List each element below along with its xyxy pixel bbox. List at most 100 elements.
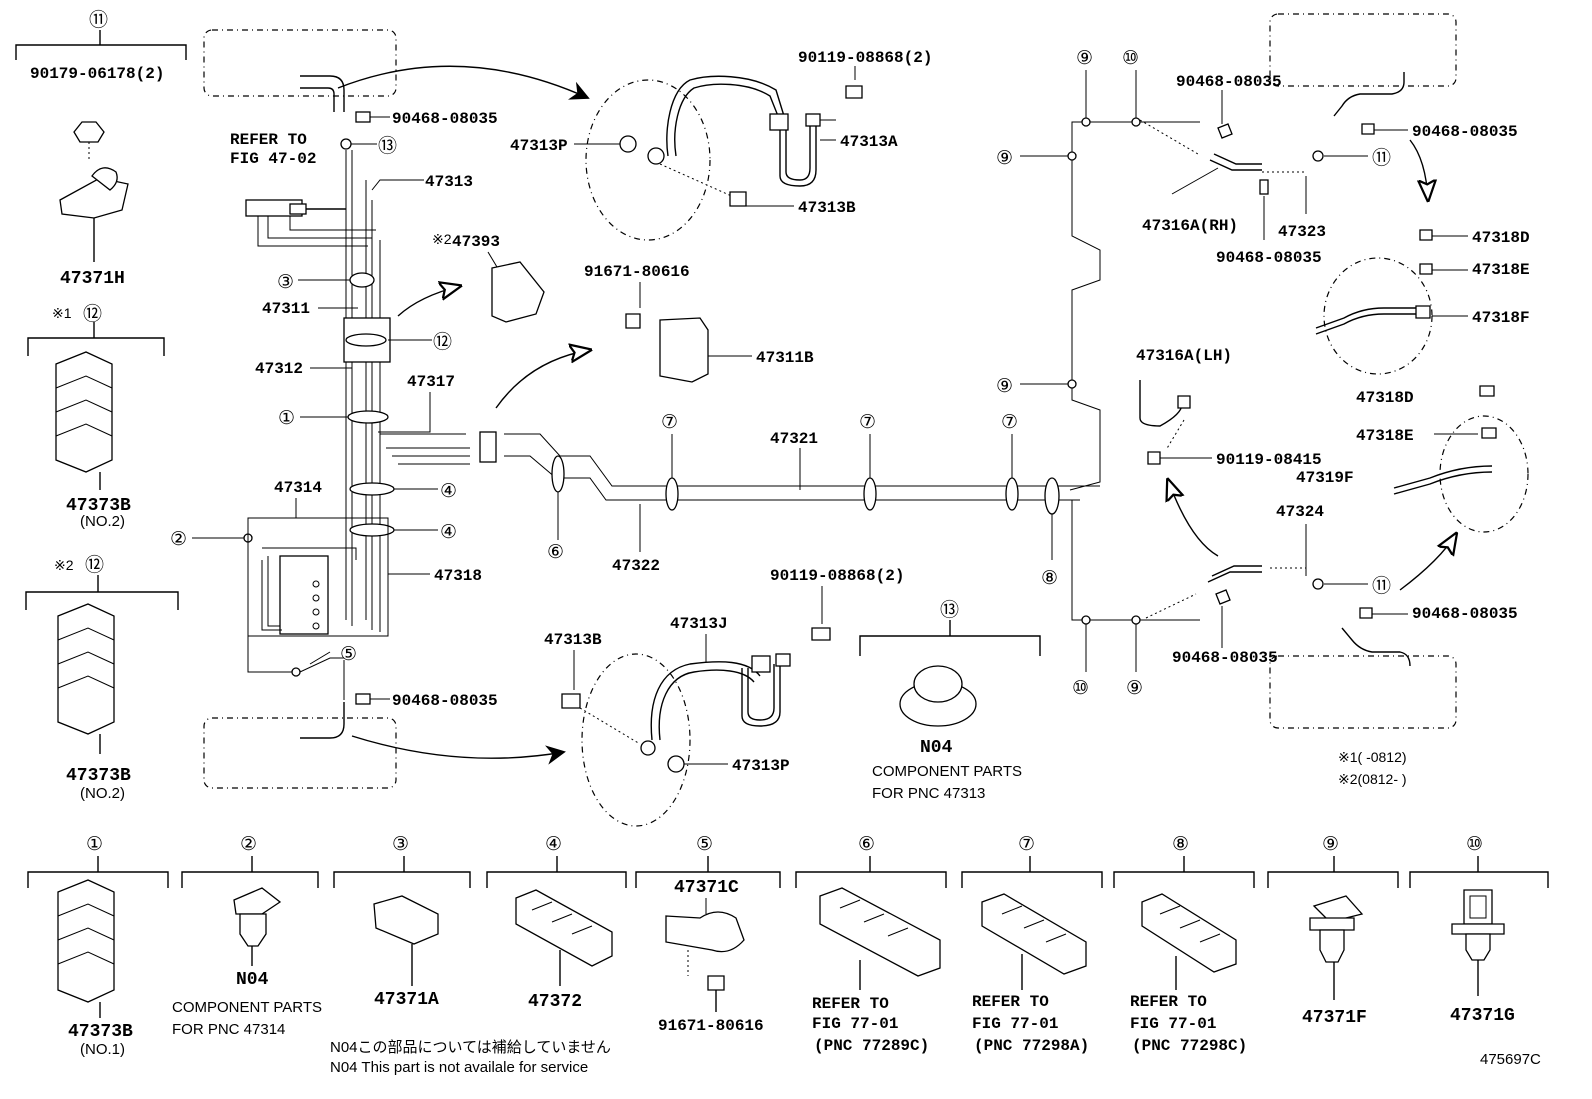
fig-47-02-label: FIG 47-02 <box>230 150 316 168</box>
legend-sub-2b: FOR PNC 47314 <box>172 1021 285 1038</box>
legend-pn-1: 47373B <box>68 1022 133 1042</box>
legend-ref-6a: REFER TO <box>812 995 889 1013</box>
footer-jp-note: N04この部品については補給していません <box>330 1039 611 1056</box>
callout-8: ⑧ <box>1041 568 1058 589</box>
note-star2-47393: ※2 <box>432 231 452 247</box>
legend-pn-2: N04 <box>236 970 269 990</box>
legend-callout-5: ⑤ <box>696 834 713 855</box>
legend-pn-10: 47371G <box>1450 1006 1515 1026</box>
main-longitudinal-tubes: 47321 47322 ⑦ ⑦ ⑦ ⑧ ⑨ ⑨ ⑨ ⑩ ⑩ ⑨ <box>612 48 1200 699</box>
part-label-47318F: 47318F <box>1472 309 1530 327</box>
part-label-47322: 47322 <box>612 557 660 575</box>
legend-callout-4: ④ <box>545 834 562 855</box>
callout-9a: ⑨ <box>996 376 1013 397</box>
part-label-90468-08035-f: 90468-08035 <box>1172 649 1278 667</box>
part-sub-no2: (NO.2) <box>80 513 125 530</box>
callout-12b: ⑫ <box>85 554 104 576</box>
callout-10b: ⑩ <box>1072 678 1089 699</box>
legend-callout-9: ⑨ <box>1322 834 1339 855</box>
legend-ref-7c: (PNC 77298A) <box>974 1037 1089 1055</box>
part-label-47373B: 47373B <box>66 496 131 516</box>
callout-9b: ⑨ <box>996 148 1013 169</box>
callout-12c: ⑫ <box>433 331 452 353</box>
part-label-47319F: 47319F <box>1296 469 1354 487</box>
callout-4b: ④ <box>440 522 457 543</box>
callout-4: ④ <box>440 481 457 502</box>
callout-7c: ⑦ <box>1001 412 1018 433</box>
part-label-47318E-a: 47318E <box>1472 261 1530 279</box>
part-label-90468-08035-c: 90468-08035 <box>1176 73 1282 91</box>
part-label-47321: 47321 <box>770 430 818 448</box>
part-47373B-no2-top: ※1 ⑫ 47373B (NO.2) <box>27 303 165 530</box>
note-star2: ※2 <box>54 557 74 573</box>
part-label-47316A-RH: 47316A(RH) <box>1142 217 1238 235</box>
part-label-47314: 47314 <box>274 479 322 497</box>
legend-callout-8: ⑧ <box>1172 834 1189 855</box>
part-label-90468-08035-g: 90468-08035 <box>1412 605 1518 623</box>
part-label-47313J: 47313J <box>670 615 728 633</box>
legend-ref-8a: REFER TO <box>1130 993 1207 1011</box>
part-47373B-no2-bottom: ※2 ⑫ 47373B (NO.2) <box>25 554 179 802</box>
legend-pn-5: 47371C <box>674 878 739 898</box>
date-note-2: ※2(0812- ) <box>1338 771 1407 787</box>
note-star1: ※1 <box>52 305 72 321</box>
legend-callout-3: ③ <box>392 834 409 855</box>
legend-callout-10: ⑩ <box>1466 834 1483 855</box>
part-label-47373B-2: 47373B <box>66 766 131 786</box>
callout-11c: ⑪ <box>1372 575 1391 597</box>
refer-to-label: REFER TO <box>230 131 307 149</box>
part-label-47313: 47313 <box>425 173 473 191</box>
bracket-detail: ※2 47393 91671-80616 47311B <box>432 231 814 409</box>
part-label-90468-08035-e: 90468-08035 <box>1216 249 1322 267</box>
legend-bolt-5: 91671-80616 <box>658 1017 764 1035</box>
date-note-1: ※1( -0812) <box>1338 749 1407 765</box>
callout-11: ⑪ <box>89 9 108 31</box>
part-label-47313B-b: 47313B <box>544 631 602 649</box>
legend-callout-1: ① <box>86 834 103 855</box>
callout-9c: ⑨ <box>1076 48 1093 69</box>
callout-7b: ⑦ <box>859 412 876 433</box>
part-label-47316A-LH: 47316A(LH) <box>1136 347 1232 365</box>
part-label-90119-08868-a: 90119-08868(2) <box>798 49 932 67</box>
callout-10a: ⑩ <box>1122 48 1139 69</box>
footer-en-note: N04 This part is not availale for servic… <box>330 1059 588 1076</box>
legend-callout-6: ⑥ <box>858 834 875 855</box>
part-label-47311: 47311 <box>262 300 310 318</box>
component-parts-47313: COMPONENT PARTS <box>872 763 1022 780</box>
callout-1: ① <box>278 408 295 429</box>
callout-7: ⑦ <box>661 412 678 433</box>
part-label-N04-13: N04 <box>920 738 953 758</box>
legend-ref-8c: (PNC 77298C) <box>1132 1037 1247 1055</box>
part-label-47313P-a: 47313P <box>510 137 568 155</box>
legend-row: ① 47373B (NO.1) ② N04 COMPONENT PARTS FO… <box>27 834 1549 1058</box>
part-label-47313B-a: 47313B <box>798 199 856 217</box>
callout-2: ② <box>170 529 187 550</box>
legend-callout-7: ⑦ <box>1018 834 1035 855</box>
legend-callout-2: ② <box>240 834 257 855</box>
part-label-47313A: 47313A <box>840 133 898 151</box>
part-47371H-group: ⑪ 90179-06178(2) 47371H <box>15 9 187 289</box>
for-pnc-47313: FOR PNC 47313 <box>872 785 985 802</box>
callout-13: ⑬ <box>378 135 397 157</box>
callout-9d: ⑨ <box>1126 678 1143 699</box>
part-sub-no2b: (NO.2) <box>80 785 125 802</box>
callout-11b: ⑪ <box>1372 147 1391 169</box>
part-label-47313P-b: 47313P <box>732 757 790 775</box>
part-label-47318D-a: 47318D <box>1472 229 1530 247</box>
legend-ref-8b: FIG 77-01 <box>1130 1015 1216 1033</box>
part-label-47323: 47323 <box>1278 223 1326 241</box>
legend-pn-9: 47371F <box>1302 1008 1367 1028</box>
legend-pn-4: 47372 <box>528 992 582 1012</box>
part-label-47393: 47393 <box>452 233 500 251</box>
part-label-47371H: 47371H <box>60 269 125 289</box>
legend-pn-3: 47371A <box>374 990 439 1010</box>
legend-sub-1: (NO.1) <box>80 1041 125 1058</box>
legend-ref-7b: FIG 77-01 <box>972 1015 1058 1033</box>
part-label-47318D-b: 47318D <box>1356 389 1414 407</box>
front-hose-detail-top: 90119-08868(2) 47313A 47313P 47313B <box>510 49 932 241</box>
grommet-13-group: ⑬ N04 COMPONENT PARTS FOR PNC 47313 <box>859 599 1041 802</box>
part-label-47324: 47324 <box>1276 503 1324 521</box>
legend-ref-6b: FIG 77-01 <box>812 1015 898 1033</box>
callout-5: ⑤ <box>340 644 357 665</box>
